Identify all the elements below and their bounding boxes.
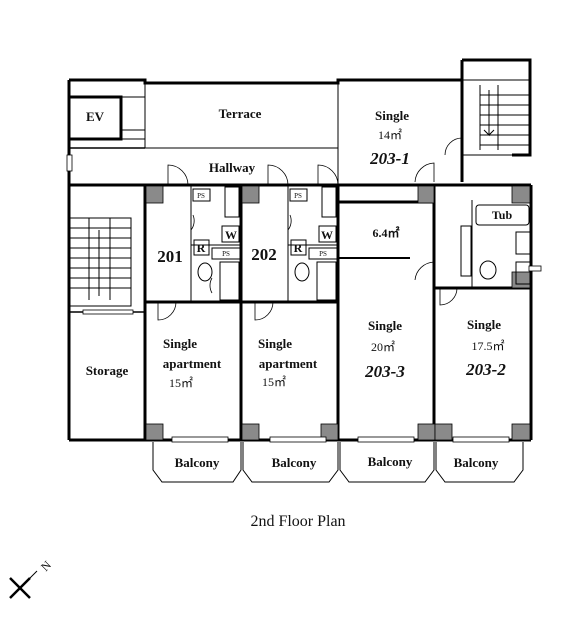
r-label-201: R <box>197 241 206 255</box>
unit-area-201: 15㎡ <box>169 376 193 390</box>
ps-label-201a: PS <box>197 192 205 200</box>
unit-203-3: Single 20㎡ 203-3 <box>364 318 405 381</box>
fixtures-201: PS W R PS <box>192 186 241 301</box>
unit-203-1: Single 14㎡ 203-1 <box>369 108 410 168</box>
unit-type2-202: apartment <box>259 356 318 371</box>
unit-203-2: Single 17.5㎡ 203-2 <box>465 317 506 379</box>
unit-number-2031: 203-1 <box>369 149 410 168</box>
fixtures-2032: Tub <box>460 204 531 285</box>
unit-type-2031: Single <box>375 108 409 123</box>
windows <box>82 265 542 443</box>
plan-title: 2nd Floor Plan <box>250 513 345 530</box>
unit-area-2031: 14㎡ <box>378 128 402 142</box>
stairs-left <box>68 217 132 307</box>
ps-label-201b: PS <box>222 250 230 258</box>
storage: Storage <box>69 311 145 378</box>
compass-north-label: N <box>38 558 54 574</box>
w-label-201: W <box>225 228 237 242</box>
corridor-area: 6.4㎡ <box>372 225 399 240</box>
ev-label: EV <box>86 109 105 124</box>
hallway: Hallway <box>66 147 462 187</box>
unit-number-2032: 203-2 <box>465 360 506 379</box>
compass-icon: N <box>9 558 54 599</box>
unit-type2-201: apartment <box>163 356 222 371</box>
unit-202: 202 Single apartment 15㎡ <box>251 245 318 389</box>
balcony-label-202: Balcony <box>272 455 317 470</box>
unit-area-202: 15㎡ <box>262 375 286 389</box>
terrace: Terrace <box>121 82 339 149</box>
ps-label-202b: PS <box>319 250 327 258</box>
balcony-label-2033: Balcony <box>368 454 413 469</box>
door-swings <box>157 137 463 321</box>
terrace-label: Terrace <box>219 106 262 121</box>
hallway-label: Hallway <box>209 160 256 175</box>
unit-type-202: Single <box>258 336 292 351</box>
balconies: Balcony Balcony Balcony Balcony <box>152 442 524 483</box>
unit-type-2033: Single <box>368 318 402 333</box>
unit-number-201: 201 <box>157 247 183 266</box>
r-label-202: R <box>294 241 303 255</box>
unit-number-2033: 203-3 <box>364 362 405 381</box>
unit-201: 201 Single apartment 15㎡ <box>157 247 222 390</box>
fixtures-202: PS W R PS <box>289 186 338 301</box>
w-label-202: W <box>321 228 333 242</box>
stairs-right <box>462 79 530 156</box>
corridor-area-label: 6.4㎡ <box>372 225 399 240</box>
balcony-label-201: Balcony <box>175 455 220 470</box>
unit-type-201: Single <box>163 336 197 351</box>
unit-area-2032: 17.5㎡ <box>471 339 504 353</box>
balcony-label-2032: Balcony <box>454 455 499 470</box>
unit-type-2032: Single <box>467 317 501 332</box>
ev-block: EV <box>67 95 123 141</box>
unit-area-2033: 20㎡ <box>371 340 395 354</box>
storage-label: Storage <box>86 363 129 378</box>
ps-label-202a: PS <box>294 192 302 200</box>
unit-number-202: 202 <box>251 245 277 264</box>
unit-walls <box>143 185 531 440</box>
tub-label: Tub <box>492 208 513 222</box>
